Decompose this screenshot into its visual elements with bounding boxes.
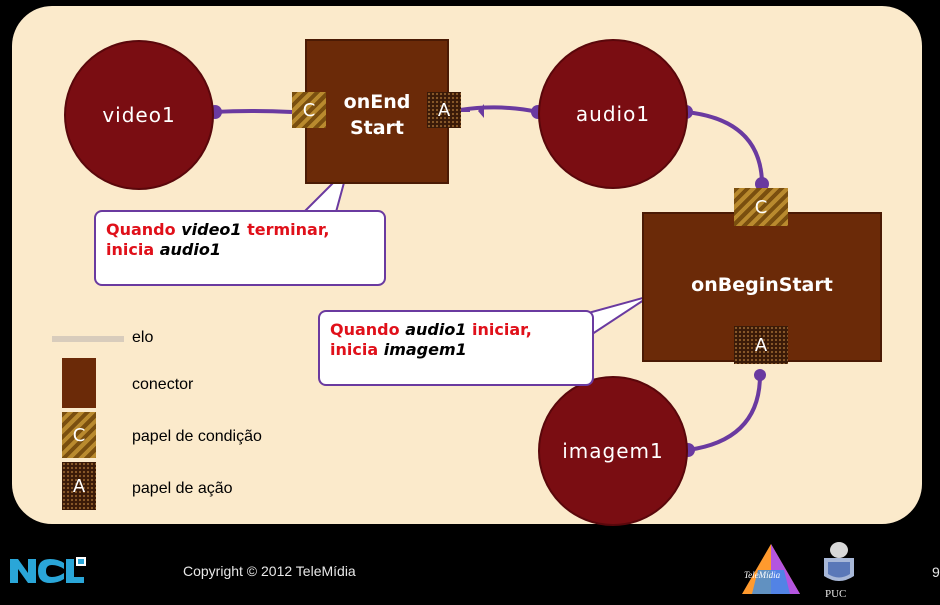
svg-text:PUC: PUC [825, 588, 846, 600]
legend-conector-label: conector [132, 376, 194, 393]
legend-conector-swatch [62, 358, 96, 408]
legend-condition-swatch: C [62, 412, 96, 458]
callout-onEndStart: Quando video1 terminar, inicia audio1 [94, 210, 386, 286]
link-video1-onEndStart [208, 105, 293, 119]
callout-1-emph-1: video1 [181, 220, 242, 239]
page-number: 9 [932, 564, 940, 580]
legend-elo-swatch [52, 336, 124, 342]
legend-elo-label: elo [132, 329, 154, 346]
legend-condition-swatch-label: C [72, 424, 86, 446]
connector-onEndStart-line2: Start [349, 117, 405, 139]
callout-2-emph-1: audio1 [405, 320, 467, 339]
link-onEndStart-audio1 [448, 104, 545, 119]
puc-logo-image: PUC [824, 542, 854, 600]
link-audio1-onBeginStart [679, 105, 769, 191]
connector-onEndStart-line1: onEnd [343, 91, 411, 113]
callout-1-text-2: terminar, [241, 220, 330, 239]
onBeginStart-condition-role: C [734, 188, 788, 226]
callout-1-text-3: inicia [106, 240, 160, 259]
node-audio1: audio1 [538, 39, 688, 189]
onEndStart-condition-role: C [292, 92, 326, 128]
legend-condicao-label: papel de condição [132, 428, 262, 445]
legend-action-swatch: A [62, 462, 96, 510]
callout-2-emph-2: imagem1 [383, 340, 467, 359]
telemidia-logo: TeleMídia [738, 540, 804, 598]
node-video1-label: video1 [102, 103, 176, 127]
node-video1: video1 [64, 40, 214, 190]
node-imagem1: imagem1 [538, 376, 688, 526]
onBeginStart-action-role-label: A [754, 334, 768, 356]
onEndStart-condition-role-label: C [302, 99, 316, 121]
onBeginStart-action-role: A [734, 326, 788, 364]
puc-logo: PUC [814, 540, 864, 600]
callout-2-text-1: Quando [330, 320, 406, 339]
callout-1-emph-2: audio1 [159, 240, 221, 259]
callout-onBeginStart: Quando audio1 iniciar, inicia imagem1 [318, 310, 594, 386]
legend-action-swatch-label: A [72, 475, 86, 497]
callout-1-text-1: Quando [106, 220, 182, 239]
connector-onBeginStart-label-post: nStart [765, 274, 833, 296]
connector-onBeginStart-label-mid: i [758, 274, 766, 296]
node-imagem1-label: imagem1 [562, 439, 664, 463]
ncl-logo-image [10, 557, 86, 583]
onEndStart-action-role: A [427, 92, 461, 128]
callout-2-text-2: iniciar, [466, 320, 532, 339]
onBeginStart-condition-role-label: C [754, 196, 768, 218]
connector-onBeginStart-label: onBeginStart [644, 274, 880, 296]
telemidia-logo-image: TeleMídia [742, 544, 800, 594]
footer-copyright: Copyright © 2012 TeleMídia [183, 563, 356, 579]
legend-acao-label: papel de ação [132, 480, 233, 497]
onEndStart-action-role-label: A [437, 99, 451, 121]
link-onBeginStart-imagem1 [681, 369, 766, 457]
connector-onBeginStart-label-pre: onBeg [691, 274, 759, 296]
ncl-logo [6, 553, 96, 587]
callout-2-text-3: inicia [330, 340, 384, 359]
node-audio1-label: audio1 [575, 102, 651, 126]
svg-text:TeleMídia: TeleMídia [744, 570, 781, 580]
